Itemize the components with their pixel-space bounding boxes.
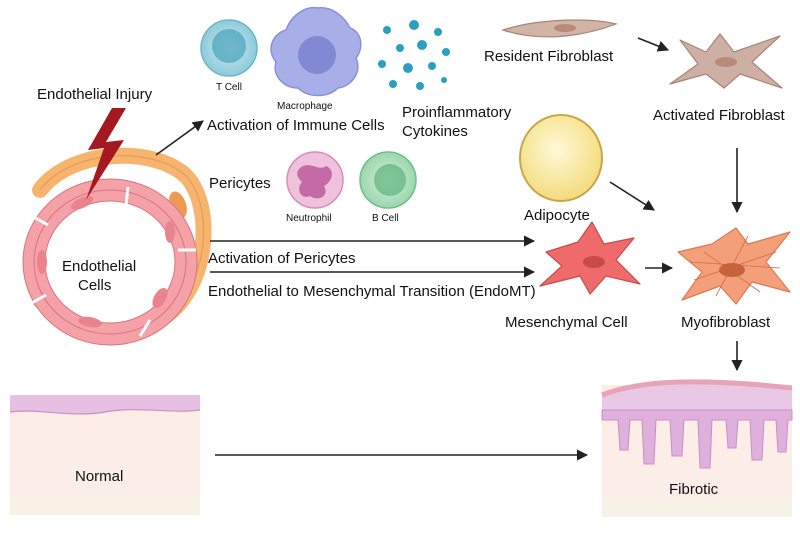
pericytes-label: Pericytes bbox=[209, 175, 271, 192]
macrophage-label: Macrophage bbox=[277, 101, 333, 112]
arrow-fibroblast-activation bbox=[637, 37, 670, 52]
activated-fibroblast-icon bbox=[669, 33, 783, 89]
fibrotic-skin-panel bbox=[601, 379, 793, 517]
macrophage-icon bbox=[270, 6, 362, 97]
activated-fibroblast-label: Activated Fibroblast bbox=[653, 107, 785, 124]
myofibroblast-icon bbox=[677, 227, 791, 305]
arrow-adipocyte-to-myofibroblast bbox=[609, 181, 655, 211]
cytokines-icon bbox=[378, 20, 450, 90]
b-cell-label: B Cell bbox=[372, 213, 399, 224]
endothelial-cells-label-line1: Endothelial bbox=[62, 258, 137, 275]
mesenchymal-cell-label: Mesenchymal Cell bbox=[505, 314, 628, 331]
activation-immune-label: Activation of Immune Cells bbox=[207, 117, 385, 134]
t-cell-label: T Cell bbox=[216, 82, 242, 93]
proinflammatory-label-line2: Cytokines bbox=[402, 123, 468, 140]
neutrophil-icon bbox=[286, 151, 344, 209]
arrow-to-immune-activation bbox=[155, 120, 204, 156]
endothelial-cells-label-line2: Cells bbox=[78, 277, 112, 294]
activation-pericytes-label: Activation of Pericytes bbox=[208, 250, 356, 267]
adipocyte-icon bbox=[519, 114, 603, 202]
blood-vessel bbox=[22, 147, 212, 346]
lightning-bolt-icon bbox=[86, 108, 126, 200]
mesenchymal-cell-icon bbox=[539, 221, 641, 295]
arrows bbox=[155, 37, 743, 461]
resident-fibroblast-label: Resident Fibroblast bbox=[484, 48, 614, 65]
normal-label: Normal bbox=[75, 468, 124, 485]
adipocyte-label: Adipocyte bbox=[524, 207, 590, 224]
endothelial-injury-label: Endothelial Injury bbox=[37, 86, 153, 103]
myofibroblast-label: Myofibroblast bbox=[681, 314, 771, 331]
neutrophil-label: Neutrophil bbox=[286, 213, 332, 224]
fibrotic-label: Fibrotic bbox=[669, 481, 719, 498]
normal-skin-panel bbox=[9, 395, 201, 515]
b-cell-icon bbox=[359, 151, 417, 209]
endomt-label: Endothelial to Mesenchymal Transition (E… bbox=[208, 283, 536, 300]
resident-fibroblast-icon bbox=[501, 19, 619, 38]
t-cell-icon bbox=[200, 19, 258, 77]
proinflammatory-label-line1: Proinflammatory bbox=[402, 104, 512, 121]
